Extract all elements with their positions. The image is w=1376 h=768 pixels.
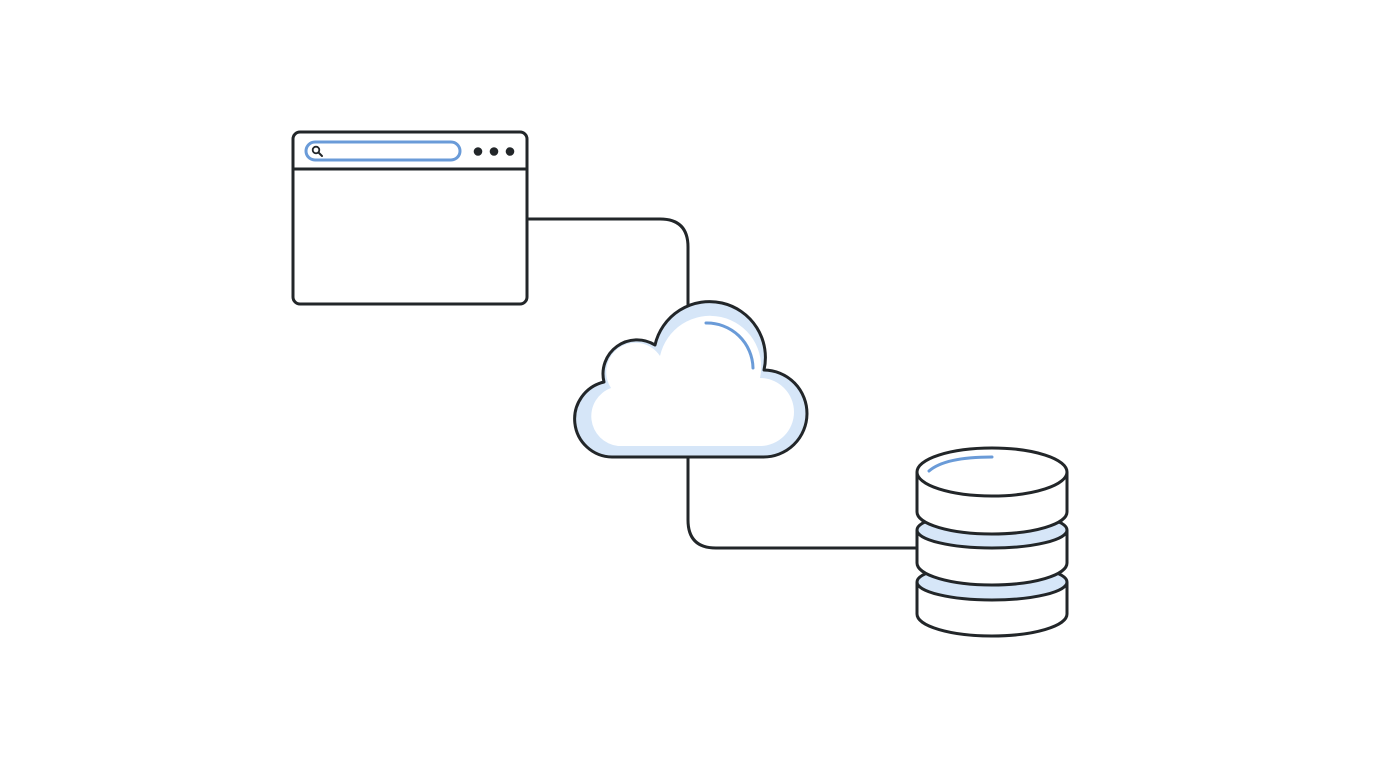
browser-frame	[291, 130, 529, 306]
connector-cloud-to-database	[686, 455, 920, 550]
cloud-icon	[573, 300, 809, 459]
cloud-inner-highlight	[591, 315, 794, 446]
cloud-accent-arc	[704, 321, 755, 370]
browser-address-bar	[304, 140, 462, 162]
connector-browser-to-cloud	[525, 217, 690, 316]
more-horizontal-icon	[473, 147, 515, 156]
database-lid	[915, 446, 1069, 498]
browser-window-icon	[291, 130, 529, 306]
search-icon	[311, 145, 323, 157]
database-lid-accent	[927, 455, 994, 473]
database-icon	[915, 446, 1069, 638]
